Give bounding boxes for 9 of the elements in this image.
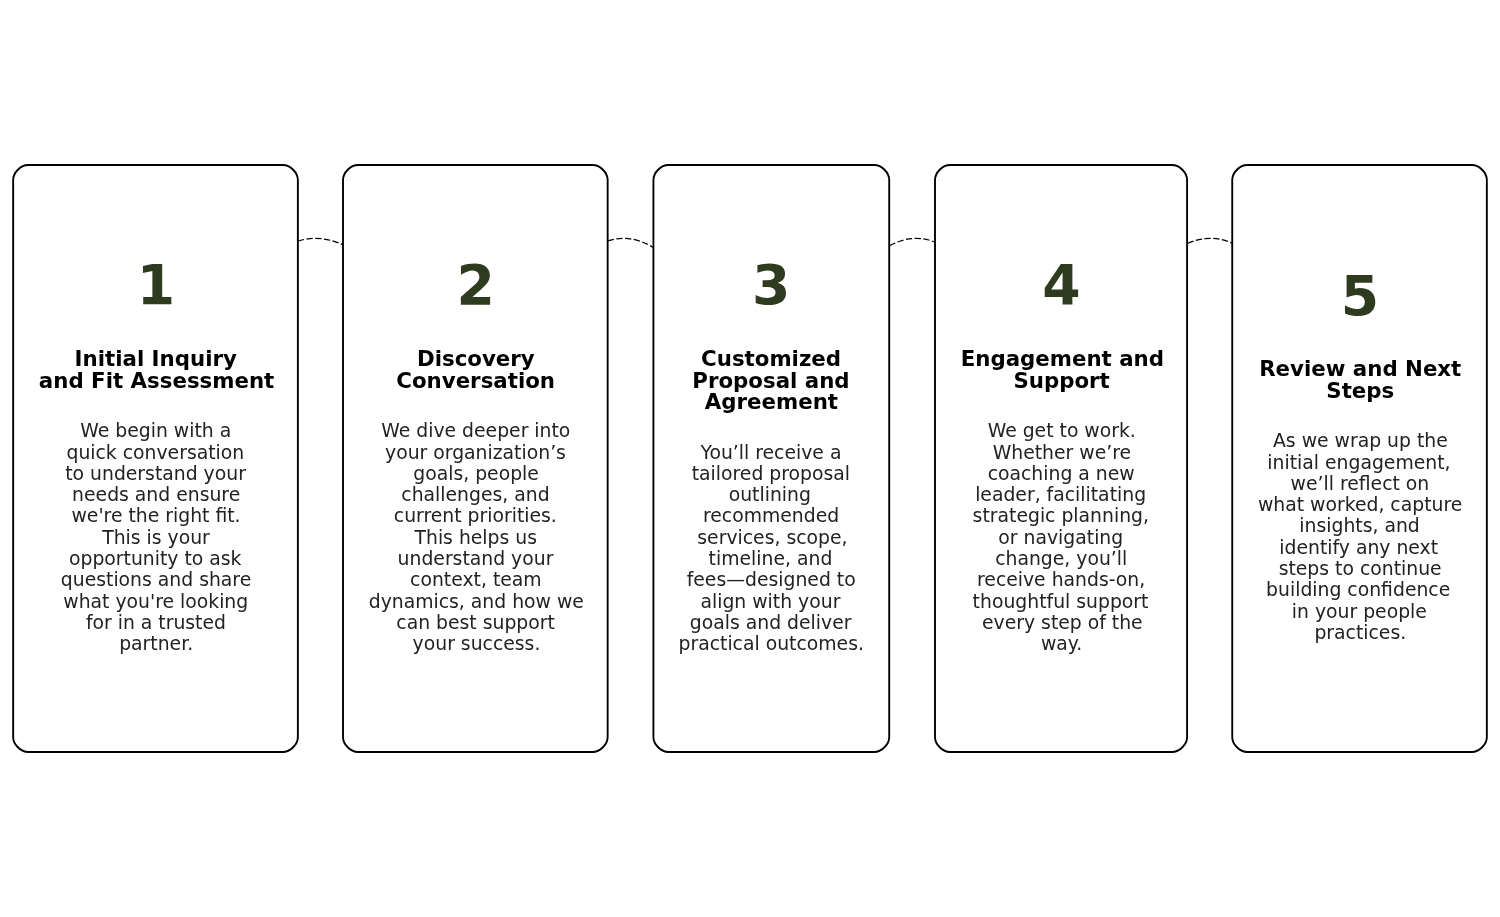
connector [1186, 237, 1233, 245]
node-box: 5 Review and Next Steps As we wrap up the initial engagement, we’ll reflect on what worked, capture insights, and identify any next steps to continue building confidence in your people practices. [1231, 164, 1488, 753]
connector [607, 237, 655, 249]
node-box: 1 Initial Inquiry and Fit Assessment We begin with a quick conversation to understand your needs and ensure we're the right fit. This is your opportunity to ask questions and share what you're looking for in a trusted partner. [12, 164, 299, 753]
node-box: 2 Discovery Conversation We dive deeper into your organization’s goals, people challenges, and current priorities. This helps us understand your context, team dynamics, and how we can best support your success. [342, 164, 609, 753]
connector [888, 237, 936, 247]
node-box: 3 Customized Proposal and Agreement You’ll receive a tailored proposal outlining recommended services, scope, timeline, and fees—designed to align with your goals and deliver practical outcomes. [652, 164, 891, 753]
node-box: 4 Engagement and Support We get to work. Whether we’re coaching a new leader, facilitating strategic planning, or navigating change, you’ll receive hands-on, thoughtful support every step of the way. [934, 164, 1189, 753]
connector [297, 237, 344, 246]
